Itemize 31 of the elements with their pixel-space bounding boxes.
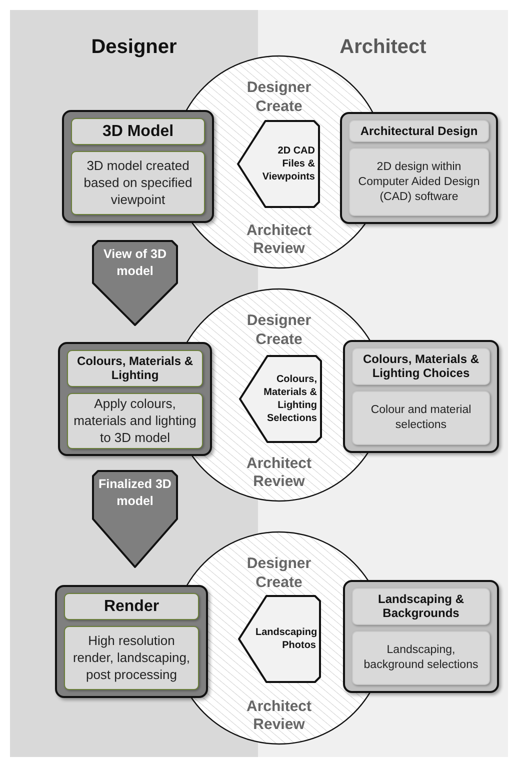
step-description: 2D design within Computer Aided Design (CAD) software [349, 148, 489, 216]
step-description: 3D model created based on specified viewpoint [71, 151, 205, 215]
step-description: High resolution render, landscaping, post processing [64, 626, 199, 690]
handoff-label: 2D CAD Files & Viewpoints [261, 144, 315, 184]
step-title: Architectural Design [349, 120, 489, 142]
lane-heading: Designer [90, 36, 178, 59]
step-card [340, 112, 498, 224]
cycle-label: Designer Create [246, 555, 312, 592]
step-card [343, 580, 499, 693]
step-description: Colour and material selections [352, 390, 490, 445]
cycle-label: Architect Review [245, 222, 313, 259]
step-card [62, 110, 214, 223]
handoff-label: Landscaping Photos [255, 626, 316, 652]
step-title: Landscaping & Backgrounds [352, 588, 490, 625]
lane-heading: Architect [338, 36, 428, 59]
step-description: Apply colours, materials and lighting to 3D model [67, 392, 203, 450]
cycle-label: Designer Create [246, 79, 312, 116]
step-card [55, 585, 208, 698]
step-title: Render [64, 593, 199, 620]
cycle-label: Designer Create [246, 312, 312, 350]
step-description: Landscaping, background selections [352, 630, 490, 685]
step-title: 3D Model [71, 118, 205, 146]
step-card [343, 340, 499, 453]
flow-label: View of 3D model [102, 246, 168, 280]
cycle-label: Architect Review [245, 698, 313, 735]
step-title: Colours, Materials & Lighting [67, 350, 203, 387]
flow-label: Finalized 3D model [98, 476, 172, 510]
handoff-label: Colours, Materials & Lighting Selections [262, 373, 317, 425]
cycle-label: Architect Review [245, 454, 313, 492]
step-title: Colours, Materials & Lighting Choices [352, 348, 490, 385]
step-card [58, 342, 212, 456]
